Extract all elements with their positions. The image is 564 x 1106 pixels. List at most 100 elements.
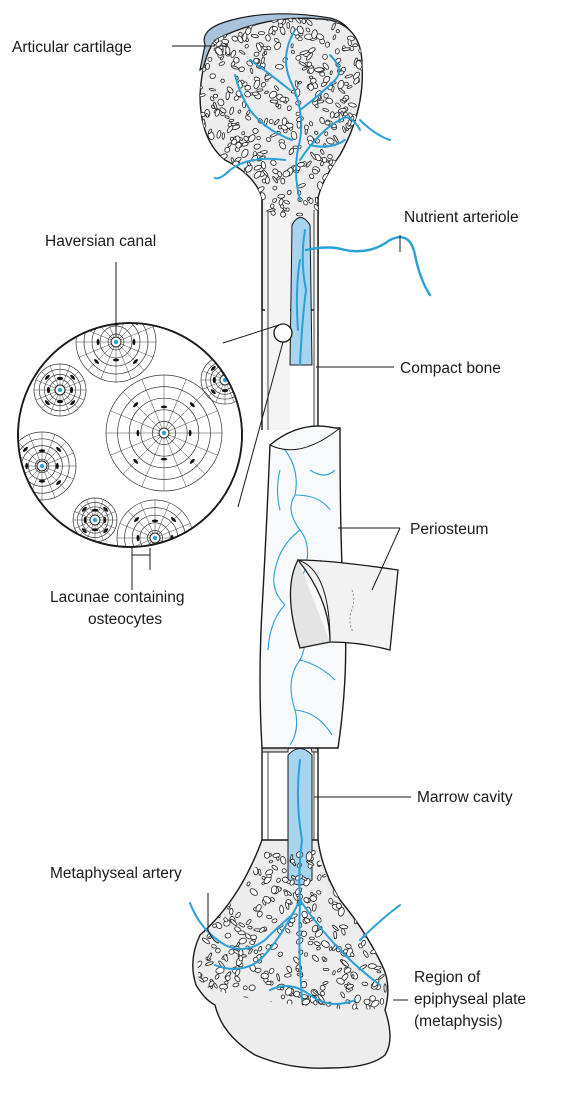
trabecular-space [221, 163, 225, 168]
trabecular-space [215, 1055, 223, 1063]
trabecular-space [218, 157, 221, 165]
trabecular-space [196, 175, 204, 182]
lacuna [170, 553, 177, 560]
trabecular-space [315, 197, 318, 203]
trabecular-space [253, 202, 260, 210]
trabecular-space [359, 138, 364, 142]
trabecular-space [200, 149, 209, 154]
trabecular-space [194, 1026, 199, 1031]
trabecular-space [320, 208, 328, 215]
trabecular-space [222, 133, 225, 140]
trabecular-space [225, 871, 231, 878]
trabecular-space [309, 76, 313, 79]
trabecular-space [313, 1000, 317, 1005]
trabecular-space [385, 927, 388, 934]
trabecular-space [389, 969, 398, 976]
lacuna [39, 449, 45, 452]
trabecular-space [241, 852, 246, 859]
trabecular-space [208, 57, 212, 61]
trabecular-space [250, 935, 257, 940]
trabecular-space [360, 14, 364, 19]
trabecular-space [245, 1060, 251, 1066]
trabecular-space [245, 859, 250, 864]
trabecular-space [218, 1038, 227, 1048]
trabecular-space [359, 854, 366, 861]
trabecular-space [223, 1044, 228, 1049]
trabecular-space [215, 848, 222, 854]
trabecular-space [199, 866, 204, 871]
trabecular-space [211, 1036, 221, 1044]
trabecular-space [389, 865, 395, 871]
trabecular-space [203, 862, 208, 868]
trabecular-space [373, 848, 378, 854]
trabecular-space [195, 879, 200, 885]
trabecular-space [391, 1003, 398, 1008]
trabecular-space [193, 872, 198, 880]
trabecular-space [314, 67, 323, 72]
trabecular-space [249, 196, 254, 201]
trabecular-space [370, 882, 376, 888]
trabecular-space [344, 158, 348, 162]
trabecular-space [380, 999, 384, 1005]
trabecular-space [291, 44, 294, 48]
canal-vessel [153, 536, 157, 540]
trabecular-space [226, 895, 230, 902]
lacuna [133, 553, 140, 560]
trabecular-space [211, 909, 215, 914]
trabecular-space [226, 91, 230, 99]
trabecular-space [258, 32, 264, 35]
lacuna [161, 458, 167, 461]
trabecular-space [336, 162, 343, 168]
trabecular-space [389, 850, 395, 855]
lacuna [189, 430, 192, 436]
trabecular-space [353, 173, 359, 178]
trabecular-space [217, 1050, 223, 1058]
trabecular-space [361, 883, 367, 890]
lacuna [70, 387, 73, 393]
trabecular-space [349, 17, 359, 26]
trabecular-space [192, 1063, 199, 1071]
trabecular-space [362, 982, 368, 986]
trabecular-space [250, 1062, 255, 1068]
trabecular-space [386, 968, 392, 974]
trabecular-space [354, 139, 358, 142]
trabecular-space [224, 186, 231, 193]
lacuna [213, 377, 216, 383]
trabecular-space [256, 1064, 263, 1069]
trabecular-space [212, 208, 219, 211]
trabecular-space [390, 1053, 395, 1062]
trabecular-space [190, 975, 193, 981]
trabecular-space [380, 896, 388, 904]
trabecular-space [368, 964, 376, 969]
trabecular-space [223, 1046, 229, 1052]
trabecular-space [239, 956, 243, 961]
trabecular-space [188, 862, 194, 866]
trabecular-space [284, 891, 288, 896]
trabecular-space [221, 163, 225, 168]
trabecular-space [286, 208, 289, 211]
trabecular-space [347, 883, 353, 888]
trabecular-space [323, 968, 329, 971]
trabecular-space [237, 174, 241, 178]
trabecular-space [199, 17, 207, 25]
trabecular-space [381, 1058, 387, 1064]
trabecular-space [357, 865, 366, 870]
trabecular-space [339, 201, 345, 206]
trabecular-space [252, 128, 258, 134]
trabecular-space [225, 184, 232, 187]
trabecular-space [356, 911, 364, 918]
trabecular-space [207, 899, 210, 903]
trabecular-space [391, 1018, 399, 1025]
trabecular-space [356, 13, 363, 20]
trabecular-space [275, 64, 283, 69]
trabecular-space [297, 121, 301, 128]
trabecular-space [227, 201, 231, 207]
trabecular-space [356, 155, 362, 161]
trabecular-space [240, 208, 246, 215]
canaliculus [229, 363, 243, 377]
trabecular-space [204, 883, 211, 890]
trabecular-space [281, 178, 286, 184]
trabecular-space [197, 1006, 203, 1012]
trabecular-space [353, 44, 358, 47]
